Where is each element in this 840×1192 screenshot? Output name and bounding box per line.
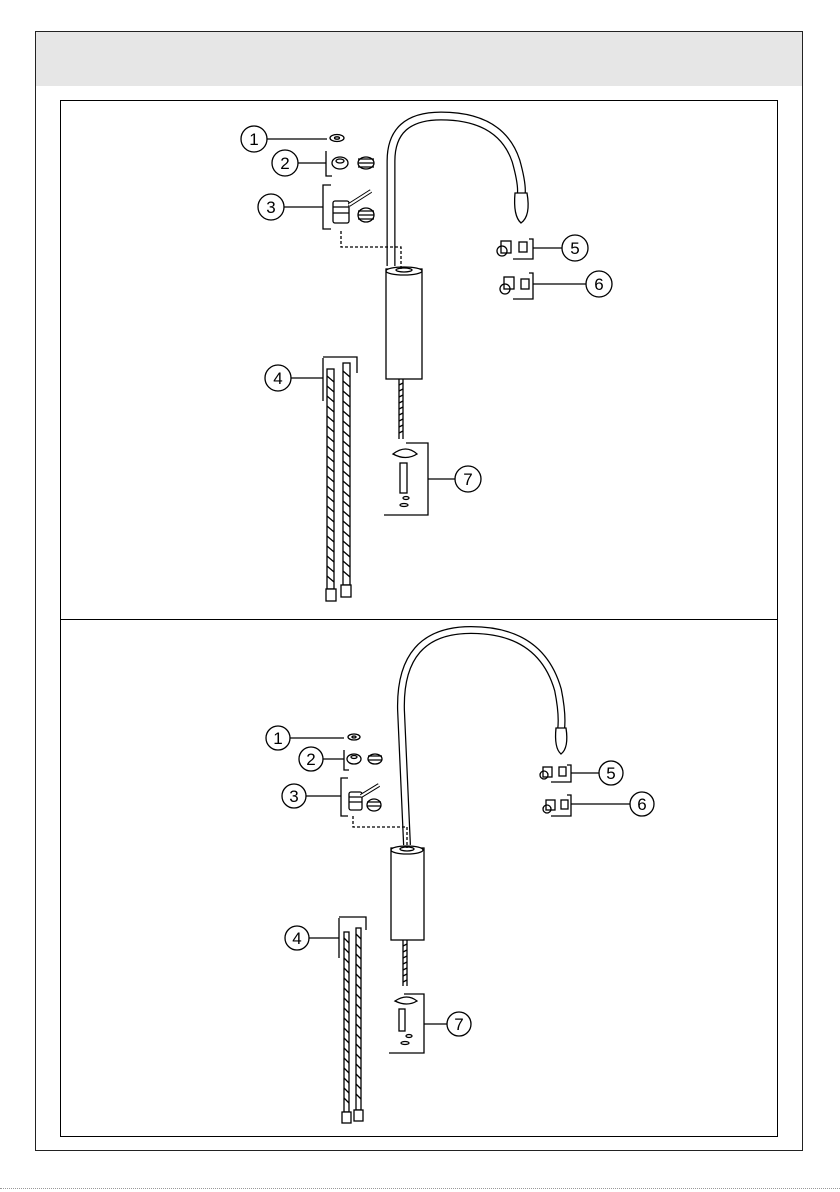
callout-1: 1 (249, 130, 258, 149)
faucet-exploded-diagram-top: 1 2 3 4 5 6 7 (61, 101, 779, 621)
callout-5: 5 (570, 239, 579, 258)
page-edge-dots (0, 1188, 840, 1189)
callout-3: 3 (289, 787, 298, 806)
callout-7: 7 (454, 1015, 463, 1034)
callout-1: 1 (273, 729, 282, 748)
callout-6: 6 (594, 275, 603, 294)
diagram-panel-top: 1 2 3 4 5 6 7 (60, 100, 778, 620)
callout-2: 2 (306, 750, 315, 769)
callout-2: 2 (280, 154, 289, 173)
callout-4: 4 (292, 929, 301, 948)
header-band (36, 32, 802, 86)
callout-3: 3 (266, 198, 275, 217)
callout-4: 4 (273, 369, 282, 388)
diagram-panel-bottom: 1 2 3 4 5 6 7 (60, 619, 778, 1137)
callout-5: 5 (606, 764, 615, 783)
callout-7: 7 (463, 470, 472, 489)
callout-6: 6 (637, 795, 646, 814)
faucet-exploded-diagram-bottom: 1 2 3 4 5 6 7 (61, 620, 779, 1138)
